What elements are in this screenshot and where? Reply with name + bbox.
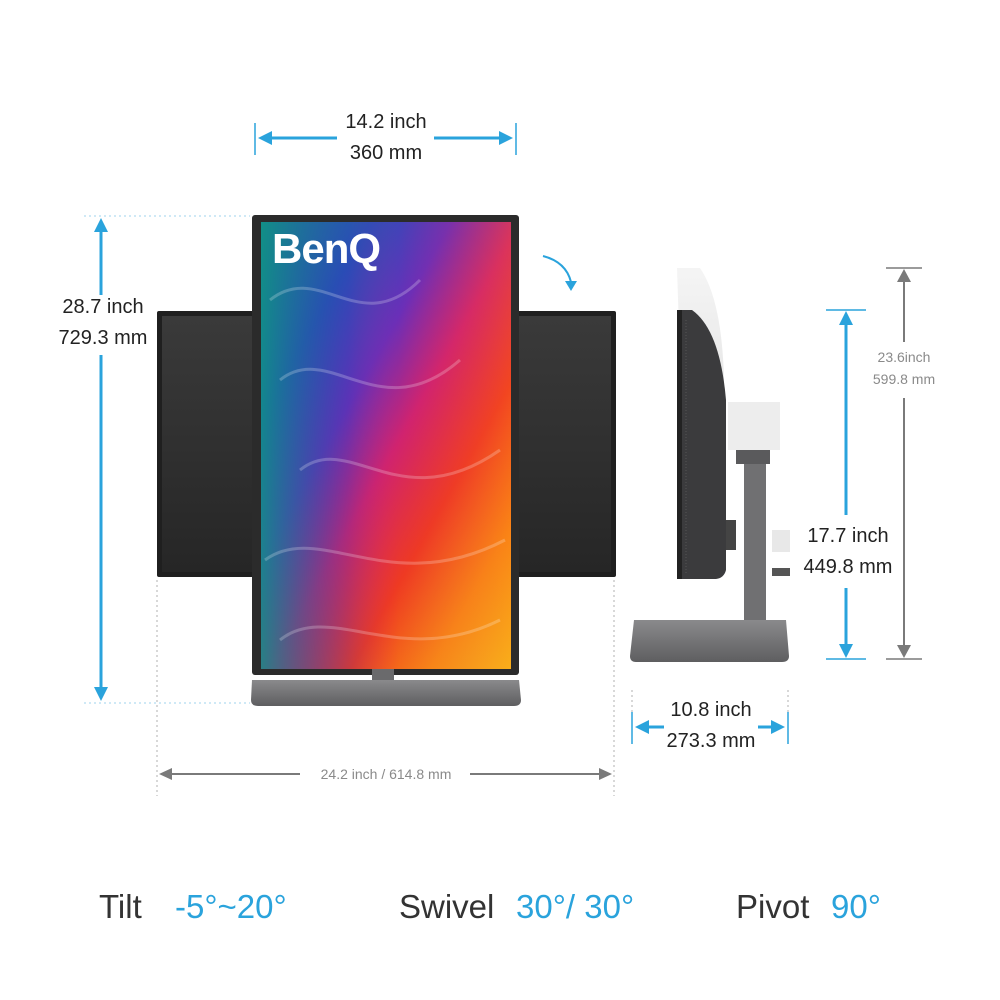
side-view-monitor	[677, 310, 726, 579]
swivel-label: Swivel	[399, 888, 495, 925]
side-height-max-inch: 23.6inch	[877, 349, 931, 365]
depth-mm: 273.3 mm	[666, 730, 756, 752]
width-inch: 14.2 inch	[345, 111, 427, 133]
pivot-label: Pivot	[736, 888, 810, 925]
landscape-width-label: 24.2 inch / 614.8 mm	[320, 766, 452, 782]
height-inch: 28.7 inch	[62, 296, 144, 318]
pivot-value: 90°	[831, 888, 881, 925]
tilt-label: Tilt	[99, 888, 142, 925]
width-label: 14.2 inch 360 mm	[316, 107, 456, 169]
depth-label: 10.8 inch 273.3 mm	[656, 695, 766, 757]
side-stand-column	[744, 450, 766, 630]
depth-inch: 10.8 inch	[670, 699, 752, 721]
side-height-min-label: 17.7 inch 449.8 mm	[796, 521, 900, 583]
swivel-value: 30°/ 30°	[516, 888, 635, 925]
width-mm: 360 mm	[349, 142, 423, 164]
benq-logo: BenQ	[272, 225, 381, 272]
side-stand-base	[630, 620, 789, 662]
side-height-min-inch: 17.7 inch	[807, 525, 889, 547]
height-mm: 729.3 mm	[58, 327, 148, 349]
height-label: 28.7 inch 729.3 mm	[40, 292, 166, 354]
adjustment-specs: Tilt -5°~20° Swivel 30°/ 30° Pivot 90°	[0, 888, 1000, 948]
side-height-max-label: 23.6inch 599.8 mm	[860, 346, 948, 390]
stand-base	[251, 680, 521, 706]
side-height-max-mm: 599.8 mm	[872, 371, 936, 387]
tilt-value: -5°~20°	[175, 888, 287, 925]
stand-neck	[372, 669, 394, 681]
side-height-min-mm: 449.8 mm	[803, 556, 893, 578]
pivot-rotation-icon	[542, 255, 572, 283]
